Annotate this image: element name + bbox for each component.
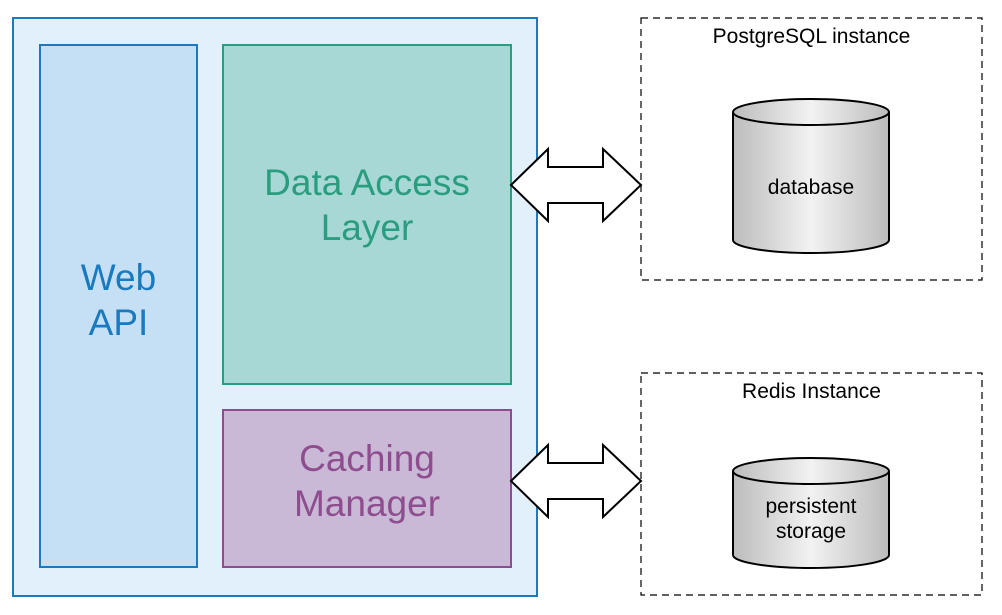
dal-label-line1: Data Access [264,162,470,203]
persistent-storage-cylinder [732,457,890,569]
storage-label-line1: persistent [765,495,857,518]
web-api-label-line2: API [88,302,149,344]
data-access-layer-label: Data Access Layer [223,160,511,250]
dal-postgres-double-arrow-icon [509,146,643,224]
cache-label-line1: Caching [299,438,435,479]
redis-instance-container [640,372,983,596]
storage-label-line2: storage [775,520,847,544]
persistent-storage-label: persistent storage [733,494,889,544]
redis-instance-title: Redis Instance [742,380,881,403]
caching-manager-box [222,409,512,568]
web-api-label: Web API [40,255,197,345]
database-label: database [767,176,855,199]
postgres-instance-container [640,17,983,281]
data-access-layer-box [222,44,512,385]
web-api-label-line1: Web [80,257,157,298]
database-cylinder [732,98,890,254]
cache-label-line2: Manager [293,483,441,525]
postgres-instance-title: PostgreSQL instance [712,25,911,48]
dal-label-line2: Layer [320,207,414,249]
web-api-box [39,44,198,568]
cache-redis-double-arrow-icon [509,442,643,520]
caching-manager-label: Caching Manager [223,436,511,526]
